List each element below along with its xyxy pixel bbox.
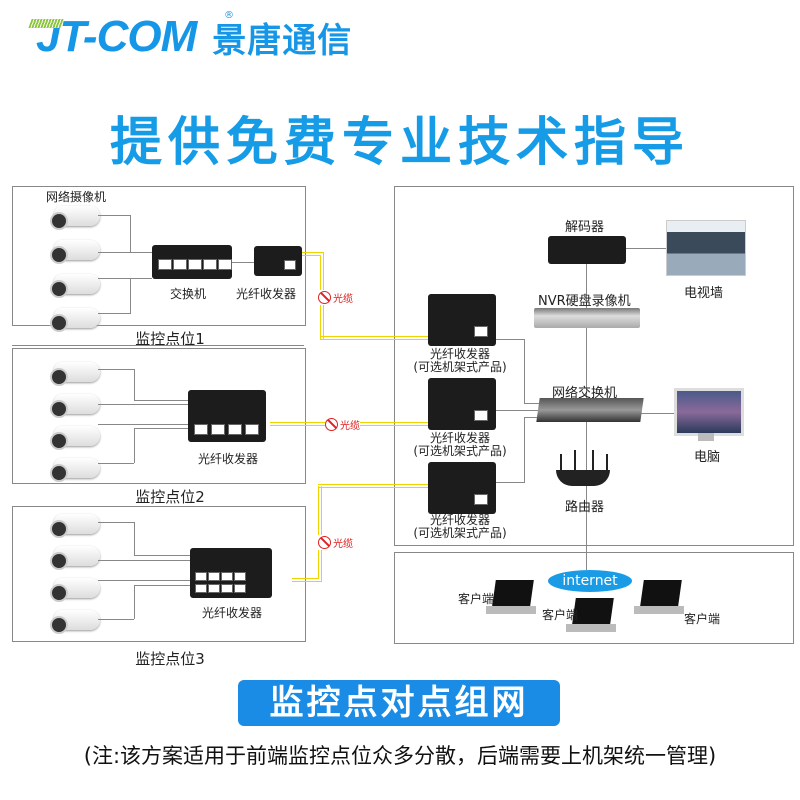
camera-icon xyxy=(44,608,104,636)
nvr-device xyxy=(534,308,640,328)
client-laptop-2 xyxy=(566,598,616,640)
camera-icon xyxy=(44,456,104,484)
site-3-transceiver xyxy=(190,548,272,598)
center-transceiver-1 xyxy=(428,294,496,346)
camera-icon xyxy=(44,424,104,452)
center-transceiver-2 xyxy=(428,378,496,430)
network-type-badge: 监控点对点组网 xyxy=(238,680,560,726)
site-2-transceiver xyxy=(188,390,266,442)
brand-name-cn: 景唐通信 xyxy=(212,20,353,61)
client-laptop-3 xyxy=(634,580,684,622)
internet-cloud: internet xyxy=(548,570,632,592)
site-1-switch-label: 交换机 xyxy=(170,287,207,301)
site-1-switch xyxy=(152,245,232,279)
camera-icon xyxy=(44,392,104,420)
router-device xyxy=(556,470,610,486)
cable-label-1: 光缆 xyxy=(318,290,353,305)
camera-label: 网络摄像机 xyxy=(46,190,107,204)
cable-icon xyxy=(318,536,331,549)
decoder-label: 解码器 xyxy=(565,220,605,235)
center-transceiver-3-label: 光纤收发器 (可选机架式产品) xyxy=(413,513,507,540)
client-label-3: 客户端 xyxy=(684,612,721,626)
camera-icon xyxy=(44,272,104,300)
site-1-transceiver-label: 光纤收发器 xyxy=(236,287,297,301)
pc-label: 电脑 xyxy=(694,450,721,465)
headline: 提供免费专业技术指导 xyxy=(109,113,690,173)
fiber-line-3b xyxy=(318,484,430,490)
cable-label-3: 光缆 xyxy=(318,535,353,550)
client-laptop-1 xyxy=(486,580,536,622)
site-3-title: 监控点位3 xyxy=(135,650,205,668)
logo-green-stripes xyxy=(28,19,64,28)
tv-wall-image xyxy=(666,220,746,276)
site-1-title: 监控点位1 xyxy=(135,330,205,348)
fiber-line-1b xyxy=(320,336,430,342)
camera-icon xyxy=(44,204,104,232)
camera-icon xyxy=(44,576,104,604)
site-3-transceiver-label: 光纤收发器 xyxy=(202,606,263,620)
registered-mark: ® xyxy=(224,10,234,21)
decoder-device xyxy=(548,236,626,264)
cable-label-2: 光缆 xyxy=(325,417,360,432)
cable-icon xyxy=(325,418,338,431)
center-transceiver-2-label: 光纤收发器 (可选机架式产品) xyxy=(413,431,507,458)
center-transceiver-3 xyxy=(428,462,496,514)
center-transceiver-1-label: 光纤收发器 (可选机架式产品) xyxy=(413,347,507,374)
router-label: 路由器 xyxy=(565,500,605,515)
camera-icon xyxy=(44,512,104,540)
pc-monitor xyxy=(674,388,744,436)
pc-stand xyxy=(698,433,714,441)
cable-icon xyxy=(318,291,331,304)
network-switch-label: 网络交换机 xyxy=(552,386,618,401)
site-1-underline xyxy=(12,345,304,346)
camera-icon xyxy=(44,360,104,388)
camera-icon xyxy=(44,238,104,266)
network-switch-device xyxy=(536,398,644,422)
client-label-1: 客户端 xyxy=(458,592,495,606)
nvr-label: NVR硬盘录像机 xyxy=(538,294,631,309)
camera-icon xyxy=(44,544,104,572)
tv-wall-label: 电视墙 xyxy=(684,286,724,301)
footnote: (注:该方案适用于前端监控点位众多分散，后端需要上机架统一管理) xyxy=(83,744,717,768)
site-1-transceiver xyxy=(254,246,302,276)
camera-icon xyxy=(44,306,104,334)
site-2-title: 监控点位2 xyxy=(135,488,205,506)
fiber-line-3 xyxy=(292,486,322,582)
site-2-transceiver-label: 光纤收发器 xyxy=(198,452,259,466)
brand-logo: JT-COM 景唐通信 xyxy=(36,12,352,62)
client-label-2: 客户端 xyxy=(542,608,579,622)
